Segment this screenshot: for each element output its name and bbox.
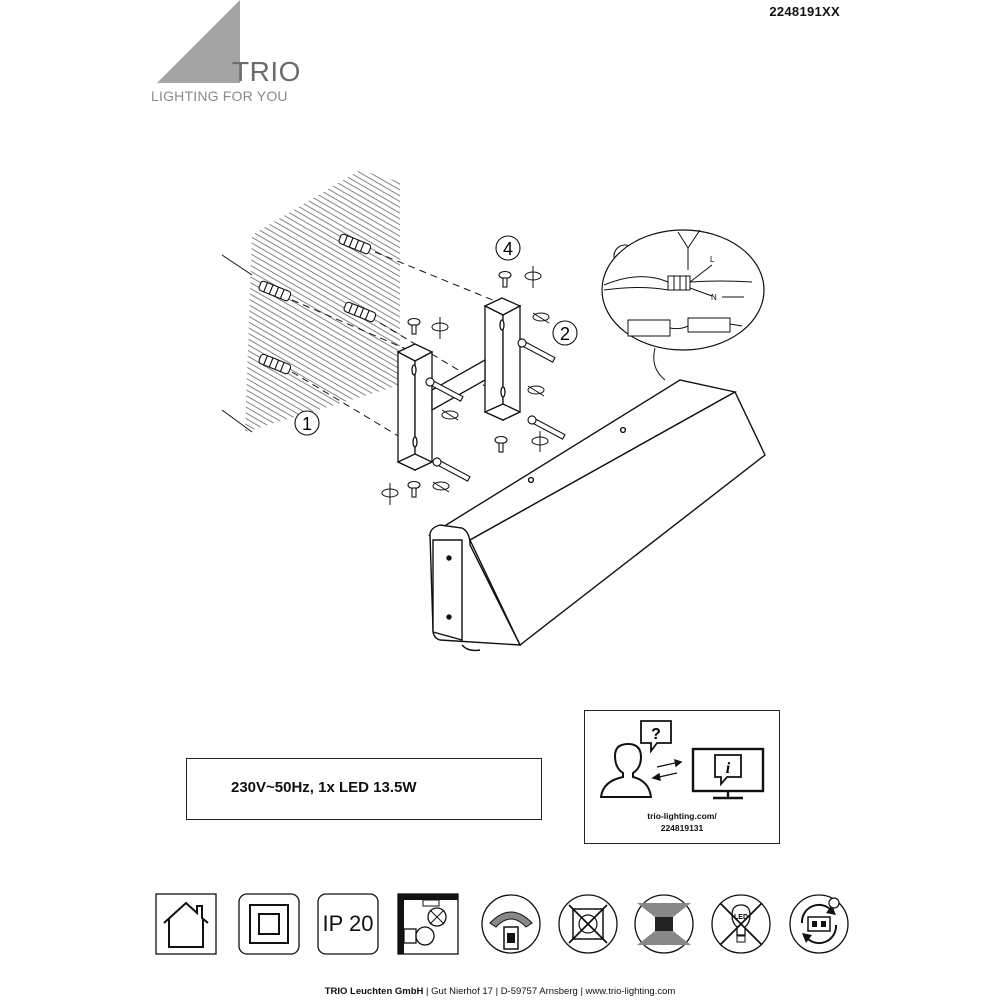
wall-plug-icon xyxy=(258,233,377,375)
lamp-housing xyxy=(427,379,766,652)
support-url[interactable]: trio-lighting.com/ xyxy=(647,811,717,821)
step-marker-4: 4 xyxy=(495,235,521,261)
wiring-detail: L N xyxy=(601,229,765,381)
svg-text:L: L xyxy=(710,255,715,264)
product-code: 2248191XX xyxy=(769,4,840,19)
protection-class-ii-icon xyxy=(238,893,300,955)
screw-icon xyxy=(425,338,566,482)
svg-text:?: ? xyxy=(651,726,661,743)
step-marker-1: 1 xyxy=(294,410,320,436)
up-down-light-icon xyxy=(634,894,694,954)
footer-company: TRIO Leuchten GmbH xyxy=(324,986,424,997)
monitor-icon: i xyxy=(691,747,765,800)
step-marker-2: 2 xyxy=(552,320,578,346)
person-icon xyxy=(599,742,653,798)
not-for-direct-mount-icon xyxy=(558,894,618,954)
installation-diagram: 1 2 3 4 L N xyxy=(221,170,766,652)
support-product-id: 224819131 xyxy=(660,823,704,833)
footer-website[interactable]: www.trio-lighting.com xyxy=(585,986,676,997)
support-box: ? i trio-lighting.com/ 224819131 xyxy=(584,710,780,844)
svg-text:4: 4 xyxy=(503,239,513,259)
footer-separator: | xyxy=(426,986,429,997)
logo-name: TRIO xyxy=(232,56,301,87)
small-screw-icon xyxy=(407,270,512,498)
svg-text:LED: LED xyxy=(734,914,748,921)
svg-text:i: i xyxy=(726,760,731,777)
spec-text: 230V~50Hz, 1x LED 13.5W xyxy=(231,779,417,796)
wall xyxy=(221,170,400,433)
indoor-use-icon xyxy=(155,893,217,955)
rotate-icon xyxy=(381,266,550,505)
svg-text:N: N xyxy=(711,293,717,302)
led-not-replaceable-icon: LED xyxy=(711,894,771,954)
min-distance-icon xyxy=(397,893,459,955)
support-illustration-icon: ? i xyxy=(599,720,765,800)
trio-logo-icon xyxy=(157,0,240,83)
ip-rating-label: IP 20 xyxy=(322,911,374,936)
question-bubble-icon: ? xyxy=(640,720,672,754)
footer-separator: | xyxy=(580,986,583,997)
exchange-arrows-icon xyxy=(651,758,683,781)
recycling-icon xyxy=(789,894,849,954)
footer-separator: | xyxy=(495,986,499,997)
footer-city: D-59757 Arnsberg xyxy=(500,986,578,997)
svg-text:1: 1 xyxy=(302,414,312,434)
svg-text:2: 2 xyxy=(560,324,570,344)
dimmable-switch-icon xyxy=(481,894,541,954)
footer-address: Gut Nierhof 17 xyxy=(431,986,493,997)
footer: TRIO Leuchten GmbH | Gut Nierhof 17 | D-… xyxy=(0,986,1000,997)
spec-box: 230V~50Hz, 1x LED 13.5W xyxy=(186,758,542,820)
logo-tagline: LIGHTING FOR YOU xyxy=(151,88,288,104)
ip-rating-icon: IP 20 xyxy=(317,893,379,955)
